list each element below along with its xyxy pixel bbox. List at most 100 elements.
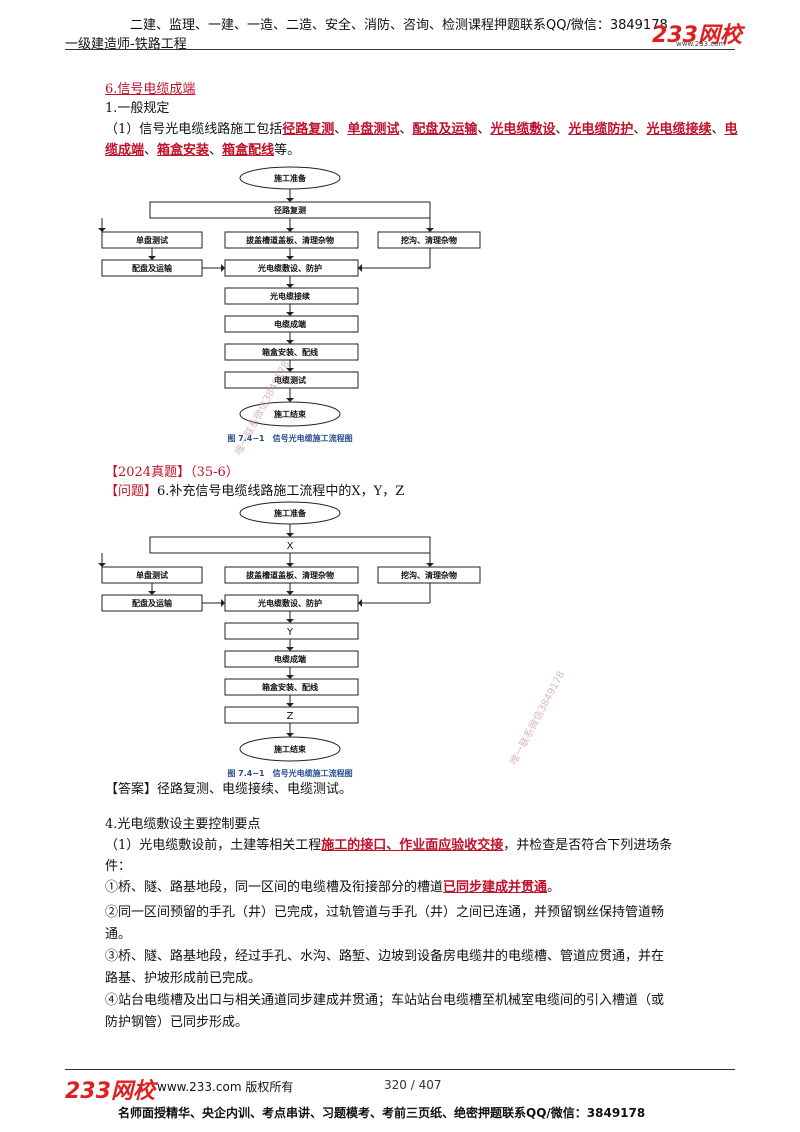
para1-highlight-item: 光电缆防护 [568,122,634,137]
section2-p2-highlight: 已同步建成并贯通 [443,880,548,895]
section2-paragraph-4-line-2: 路基、护坡形成前已完成。 [105,971,262,986]
header-promo: 二建、监理、一建、一造、二造、安全、消防、咨询、检测课程押题联系QQ/微信：38… [130,18,668,33]
header-subtitle: 一级建造师-铁路工程 [65,37,187,52]
section2-paragraph-4-line-1: ③桥、隧、路基地段，经过手孔、水沟、路堑、边坡到设备房电缆井的电缆槽、管道应贯通… [105,949,665,964]
flow1-start-node [239,166,341,190]
flow1-end-node [239,401,341,427]
flow1-trench-node [377,231,481,249]
flow2-trough-label: 拔盖槽道盖板、清理杂物 [246,570,334,580]
flow2-z-node [224,706,359,724]
footer-logo: 233网校 [65,1079,155,1104]
flow2-single-test-label: 单盘测试 [136,570,168,580]
flow2-laying-node [224,594,359,612]
flow2-terminating-node [224,650,359,668]
para1-highlight-item: 电缆成端 [105,122,738,158]
flowchart-2: 施工准备 X 单盘测试 拔盖槽道盖板、清理杂物 挖沟、清理杂物 配盘及运输 光电… [98,501,481,778]
para1-highlight-item: 箱盒安装 [157,143,210,158]
para1-highlight-item: 光电缆敷设 [490,122,556,137]
flow1-start-label: 施工准备 [274,173,307,183]
section-paragraph-1: （1）信号光电缆线路施工包括径路复测、单盘测试、配盘及运输、光电缆敷设、光电缆防… [105,122,738,158]
flow1-end-label: 施工结束 [274,409,307,419]
flow2-start-label: 施工准备 [274,508,307,518]
flow2-dispatch-node [101,594,203,612]
flow1-single-test-node [101,231,203,249]
flow2-box-node [224,678,359,696]
flow1-trough-label: 拔盖槽道盖板、清理杂物 [246,235,334,245]
flow1-single-test-label: 单盘测试 [136,235,168,245]
flow1-box-label: 箱盒安装、配线 [262,347,318,357]
flow1-survey-node [149,201,431,219]
para1-separator: 、 [711,122,725,137]
flow1-testing-node [224,371,359,389]
flow2-dispatch-label: 配盘及运输 [132,598,173,608]
flow1-splicing-node [224,287,359,305]
watermark-2: 唯一联系微信3849178 [508,669,568,768]
flow2-x-label: X [287,541,294,552]
flow2-laying-label: 光电缆敷设、防护 [257,598,322,608]
header-divider [65,49,735,50]
question-tag: 【2024真题】（35-6） [105,465,239,480]
para1-separator: 、 [477,122,491,137]
question-label: 【问题】 [105,484,158,499]
flow1-dispatch-label: 配盘及运输 [132,263,173,273]
para1-separator: 、 [144,143,158,158]
flow2-trough-node [224,566,359,584]
flow2-end-node [239,736,341,762]
para1-separator: 、 [399,122,413,137]
para1-separator: 、 [633,122,647,137]
section2-paragraph-5-line-1: ④站台电缆槽及出口与相关通道同步建成并贯通；车站站台电缆槽至机械室电缆间的引入槽… [105,993,665,1008]
para1-highlight-item: 光电缆接续 [646,122,712,137]
header-logo-url: www.233.com [676,40,726,48]
flow2-terminating-label: 电缆成端 [274,654,306,664]
para1-highlight-item: 单盘测试 [347,122,400,137]
para1-separator: 、 [334,122,348,137]
flow1-dispatch-node [101,259,203,277]
section-title: 6.信号电缆成端 [105,82,196,97]
answer-line: 【答案】径路复测、电缆接续、电缆测试。 [105,779,352,800]
para1-highlight-item: 配盘及运输 [412,122,478,137]
flow1-box-node [224,343,359,361]
answer-label: 【答案】 [105,782,158,797]
header-logo: 233网校 [652,23,742,48]
flow2-box-label: 箱盒安装、配线 [262,682,318,692]
section-sub-heading: 1.一般规定 [105,101,170,116]
footer-promo: 名师面授精华、央企内训、考点串讲、习题模考、考前三页纸、绝密押题联系QQ/微信：… [118,1106,646,1120]
flow2-y-node [224,622,359,640]
para1-separator: 、 [555,122,569,137]
footer-divider [65,1069,735,1070]
question-text: 6.补充信号电缆线路施工流程中的X，Y，Z [157,484,405,499]
question-line: 【问题】6.补充信号电缆线路施工流程中的X，Y，Z [105,481,404,502]
para1-highlight-item: 径路复测 [282,122,335,137]
flow1-terminating-node [224,315,359,333]
section2-heading: 4.光电缆敷设主要控制要点 [105,817,261,832]
flow2-x-node [149,536,431,554]
answer-text: 径路复测、电缆接续、电缆测试。 [157,782,353,797]
section2-p1-highlight: 施工的接口、作业面应验收交接 [321,838,504,853]
section2-paragraph-3-line-1: ②同一区间预留的手孔（井）已完成，过轨管道与手孔（井）之间已连通，并预留钢丝保持… [105,905,665,920]
section2-paragraph-1-line-2: 件： [105,859,132,874]
section2-paragraph-1-line-1: （1）光电缆敷设前，土建等相关工程施工的接口、作业面应验收交接，并检查是否符合下… [105,838,673,853]
section2-paragraph-3-line-2: 通。 [105,927,132,942]
flow2-caption: 图 7.4−1 信号光电缆施工流程图 [227,768,352,778]
flowchart-1: 施工准备 径路复测 单盘测试 拔盖槽道盖板、清理杂物 挖沟、清理杂物 配盘及运输… [98,166,481,443]
flow2-start-node [239,501,341,525]
flow2-end-label: 施工结束 [274,744,307,754]
footer-site: www.233.com 版权所有 [157,1080,294,1094]
para1-separator: 、 [209,143,223,158]
flow2-trench-label: 挖沟、清理杂物 [401,570,457,580]
flow1-laying-node [224,259,359,277]
section2-paragraph-2: ①桥、隧、路基地段，同一区间的电缆槽及衔接部分的槽道已同步建成并贯通。 [105,880,561,895]
flow1-testing-label: 电缆测试 [274,375,306,385]
flow2-trench-node [377,566,481,584]
flow1-terminating-label: 电缆成端 [274,319,306,329]
section2-paragraph-5-line-2: 防护钢管）已同步形成。 [105,1015,249,1030]
para1-highlight-item: 箱盒配线 [222,143,275,158]
flow2-single-test-node [101,566,203,584]
flow1-survey-label: 径路复测 [274,205,306,215]
flow1-trench-label: 挖沟、清理杂物 [401,235,457,245]
flow2-z-label: Z [287,711,294,722]
flow2-y-label: Y [286,627,294,638]
flow1-splicing-label: 光电缆接续 [269,291,310,301]
footer-page-number: 320 / 407 [384,1078,442,1092]
flow1-trough-node [224,231,359,249]
